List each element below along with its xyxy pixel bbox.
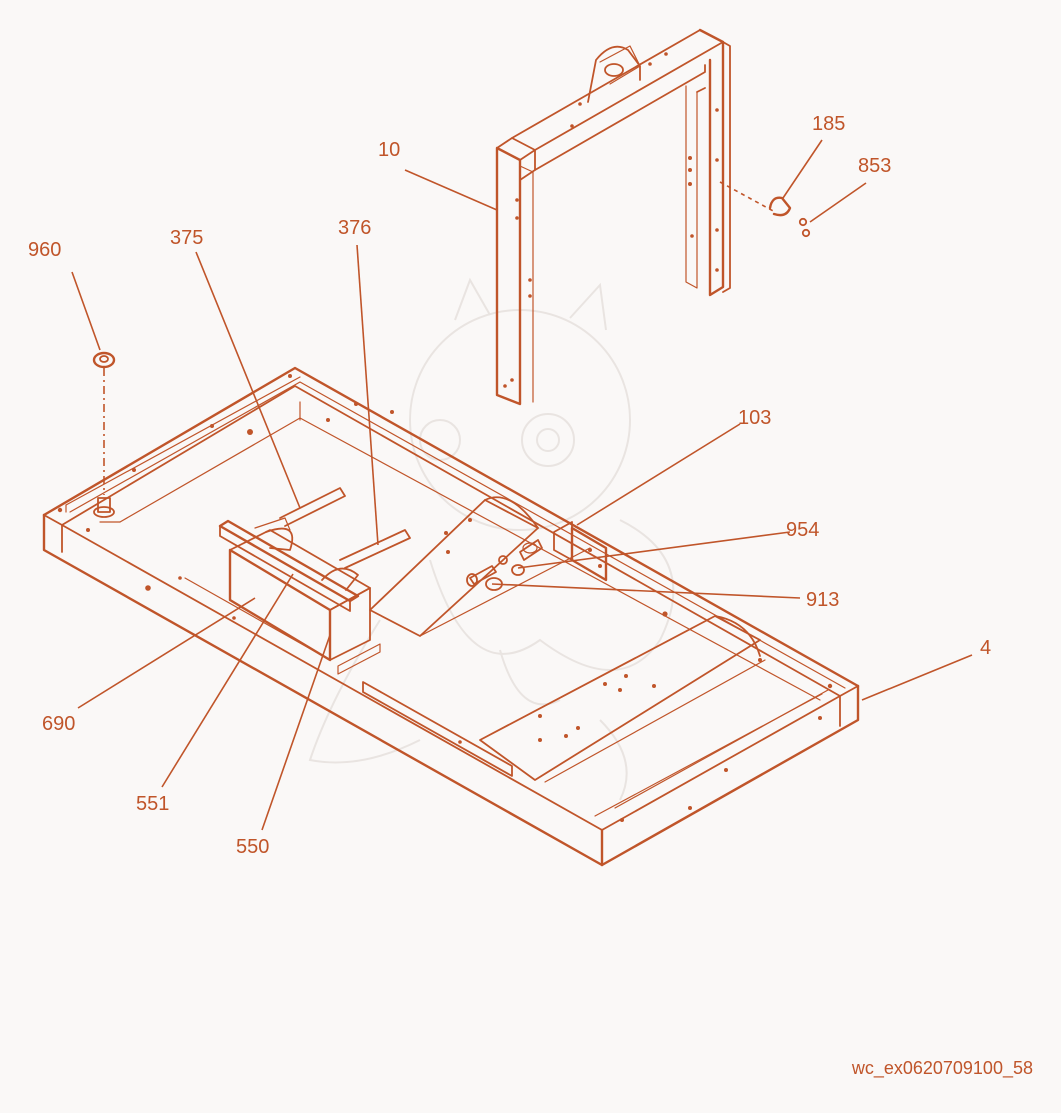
callout-913: 913	[806, 589, 839, 611]
rods	[254, 487, 411, 569]
figure-id-label: wc_ex0620709100_58	[851, 1058, 1033, 1078]
box-assembly	[218, 519, 381, 675]
clip-assembly	[719, 181, 811, 238]
bolt-set	[466, 539, 543, 591]
callout-185: 185	[812, 113, 845, 135]
callout-853: 853	[858, 155, 891, 177]
washer-960	[92, 351, 116, 518]
callout-550: 550	[236, 836, 269, 858]
callout-4: 4	[980, 637, 991, 659]
callout-10: 10	[378, 139, 400, 161]
callout-690: 690	[42, 713, 75, 735]
line-art	[42, 28, 973, 867]
callout-376: 376	[338, 217, 371, 239]
callout-375: 375	[170, 227, 203, 249]
callout-954: 954	[786, 519, 819, 541]
base-frame	[42, 366, 860, 867]
callout-103: 103	[738, 407, 771, 429]
callout-551: 551	[136, 793, 169, 815]
leader-lines	[71, 139, 973, 831]
callout-labels: 10 185 853 960 375 376 103 954 913 4 690…	[28, 113, 991, 858]
callout-960: 960	[28, 239, 61, 261]
lifting-frame	[495, 28, 731, 406]
